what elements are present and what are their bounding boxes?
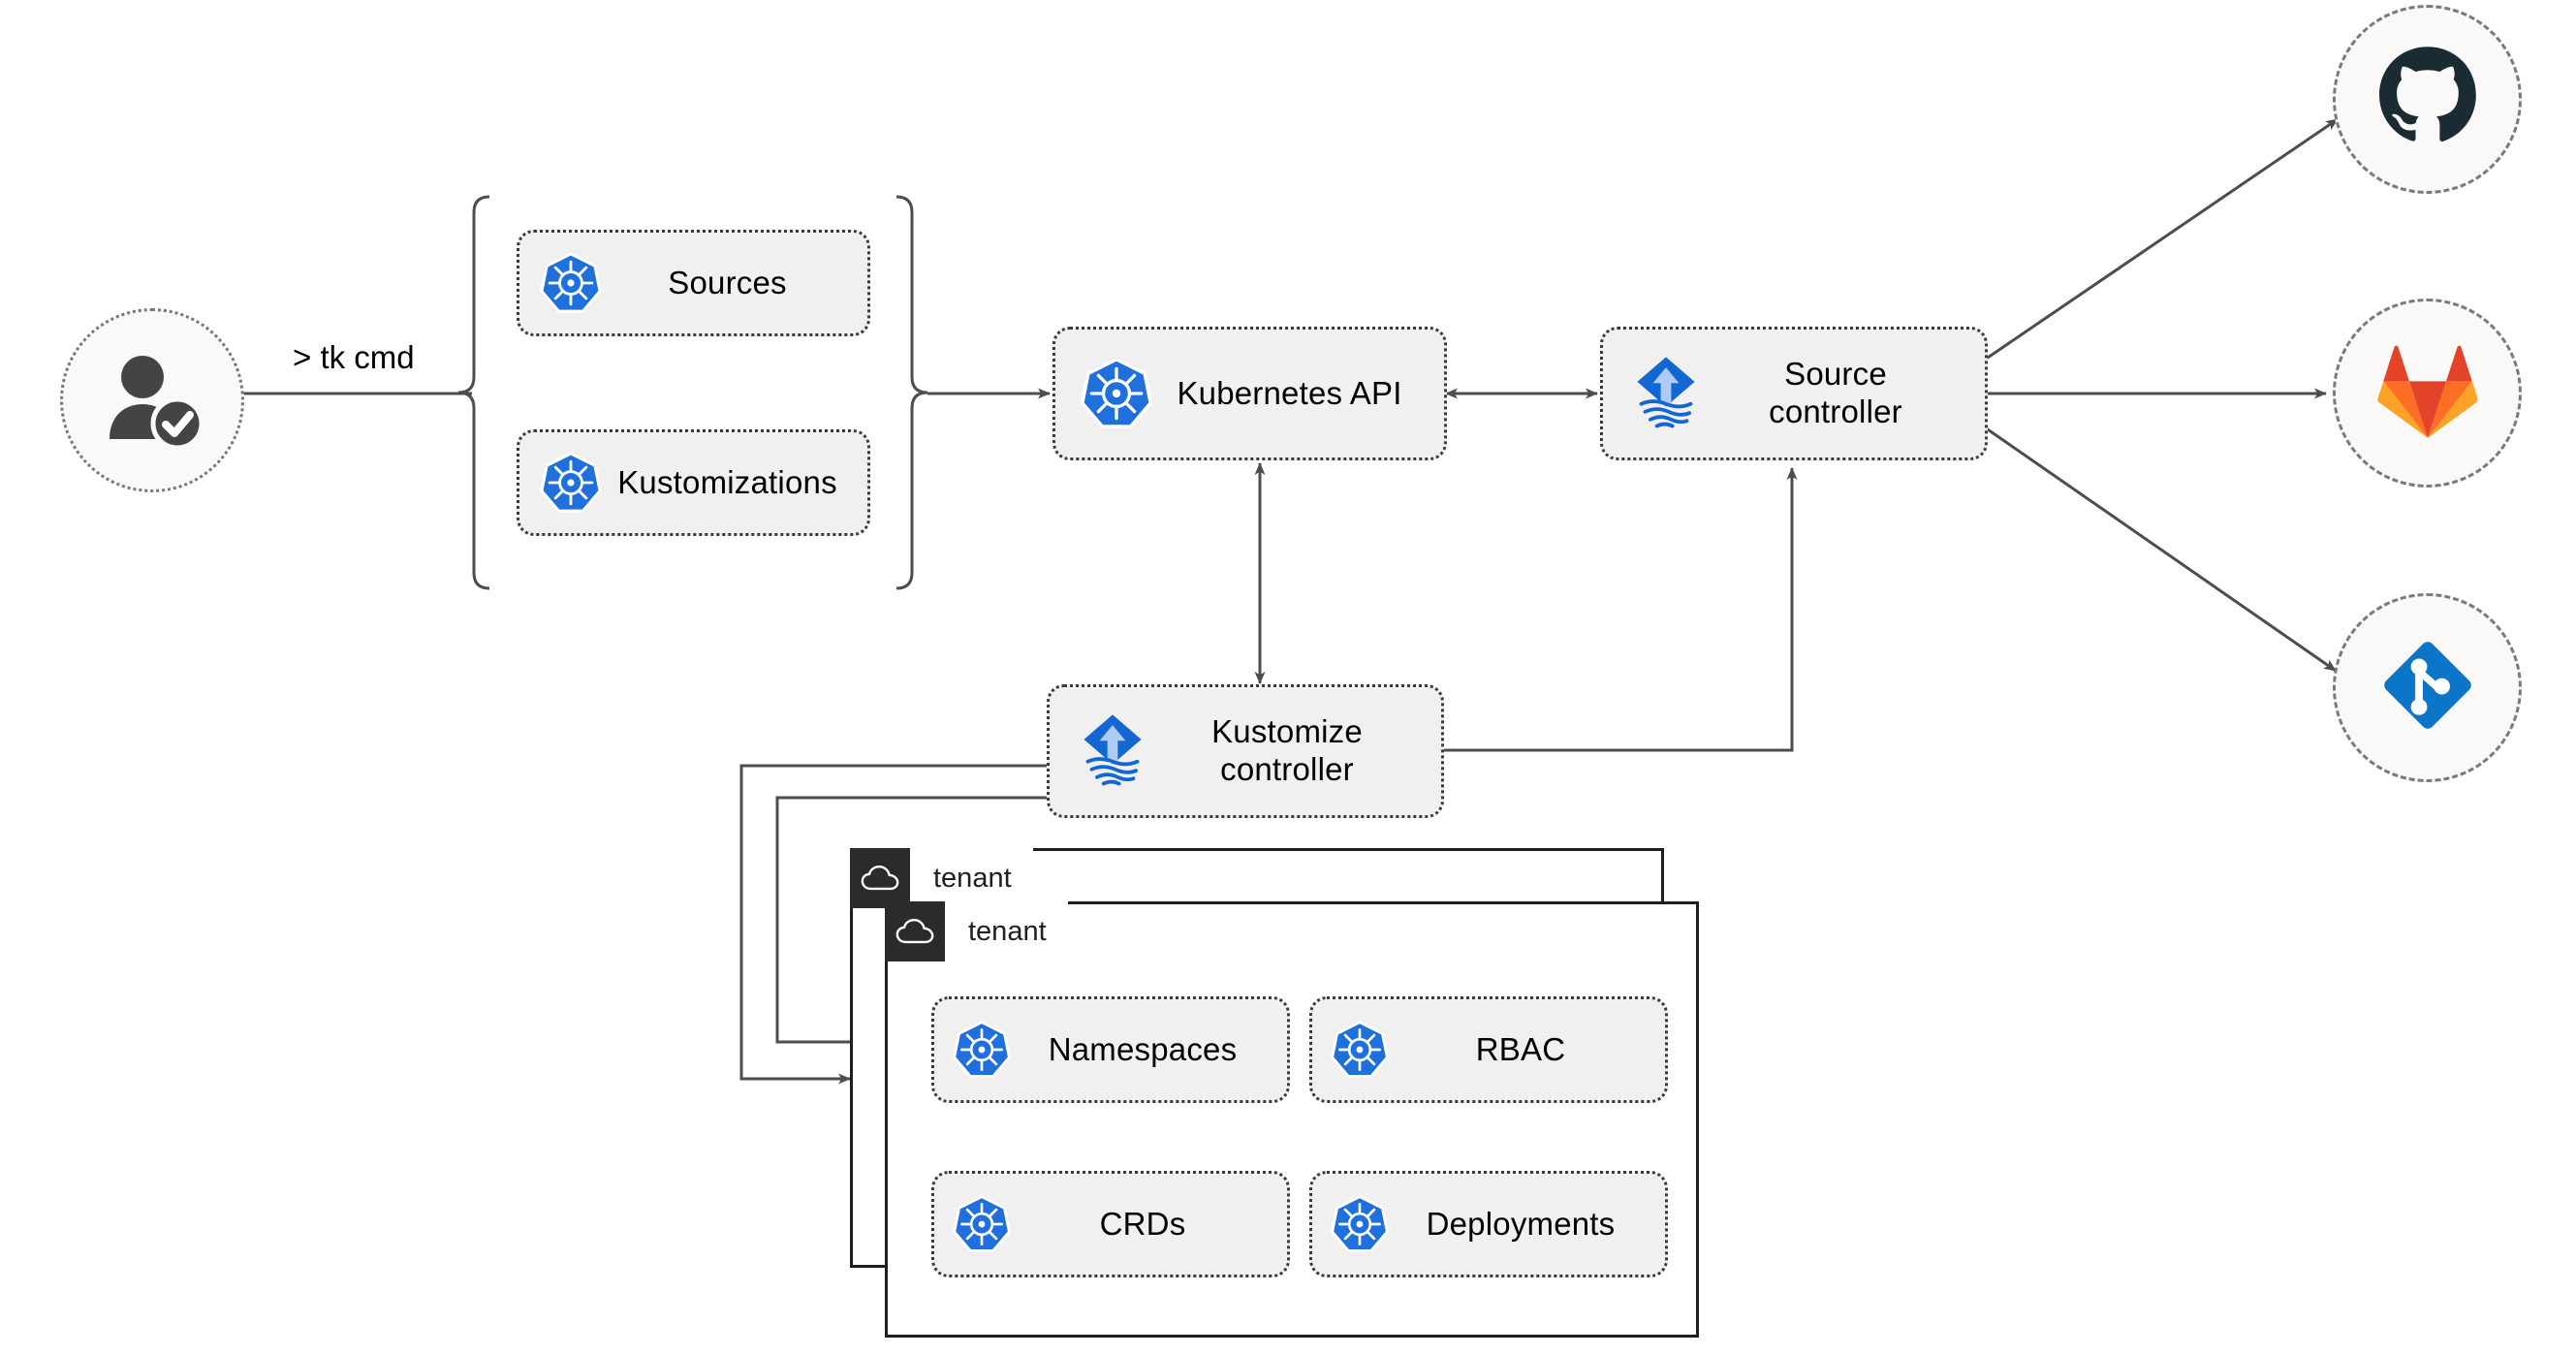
user-verified-icon (98, 350, 206, 452)
kubernetes-icon (1077, 354, 1156, 433)
node-rbac[interactable]: RBAC (1309, 996, 1668, 1103)
gitlab-icon (2376, 343, 2478, 443)
node-label: Deployments (1426, 1205, 1616, 1242)
command-label: > tk cmd (293, 339, 415, 375)
node-namespaces[interactable]: Namespaces (931, 996, 1290, 1103)
node-label: Kustomize controller (1211, 713, 1363, 787)
flux-icon (1071, 709, 1154, 793)
actor-avatar (60, 308, 244, 492)
git-provider-azure-repos[interactable] (2333, 593, 2522, 782)
node-label: Kubernetes API (1177, 374, 1402, 411)
node-sources[interactable]: Sources (517, 230, 870, 336)
cluster-label: tenant (968, 915, 1047, 947)
node-label: CRDs (1099, 1205, 1186, 1242)
node-kustomize-controller[interactable]: Kustomize controller (1047, 684, 1444, 818)
node-source-controller[interactable]: Source controller (1600, 327, 1988, 460)
flux-icon (1624, 352, 1708, 435)
cluster-header: tenant (850, 848, 1033, 908)
cluster-label: tenant (933, 862, 1012, 894)
kubernetes-icon (537, 249, 605, 317)
node-label: RBAC (1475, 1030, 1566, 1067)
cloud-icon (850, 848, 910, 908)
cloud-icon (885, 901, 945, 961)
kubernetes-icon (950, 1018, 1014, 1082)
cluster-header: tenant (885, 901, 1068, 961)
node-label: Namespaces (1048, 1030, 1238, 1067)
node-kustomizations[interactable]: Kustomizations (517, 429, 870, 536)
git-provider-github[interactable] (2333, 5, 2522, 194)
node-label: Sources (668, 264, 787, 300)
node-label: Source controller (1769, 356, 1902, 429)
node-crds[interactable]: CRDs (931, 1171, 1290, 1277)
git-provider-gitlab[interactable] (2333, 299, 2522, 488)
azure-repos-git-icon (2373, 631, 2482, 744)
github-icon (2375, 45, 2480, 154)
kubernetes-icon (950, 1192, 1014, 1256)
node-deployments[interactable]: Deployments (1309, 1171, 1668, 1277)
kubernetes-icon (1328, 1192, 1392, 1256)
node-label: Kustomizations (617, 463, 837, 500)
kubernetes-icon (537, 449, 605, 517)
cluster-tenant-2: tenant Namespaces (885, 901, 1699, 1338)
node-kubernetes-api[interactable]: Kubernetes API (1052, 327, 1447, 460)
kubernetes-icon (1328, 1018, 1392, 1082)
